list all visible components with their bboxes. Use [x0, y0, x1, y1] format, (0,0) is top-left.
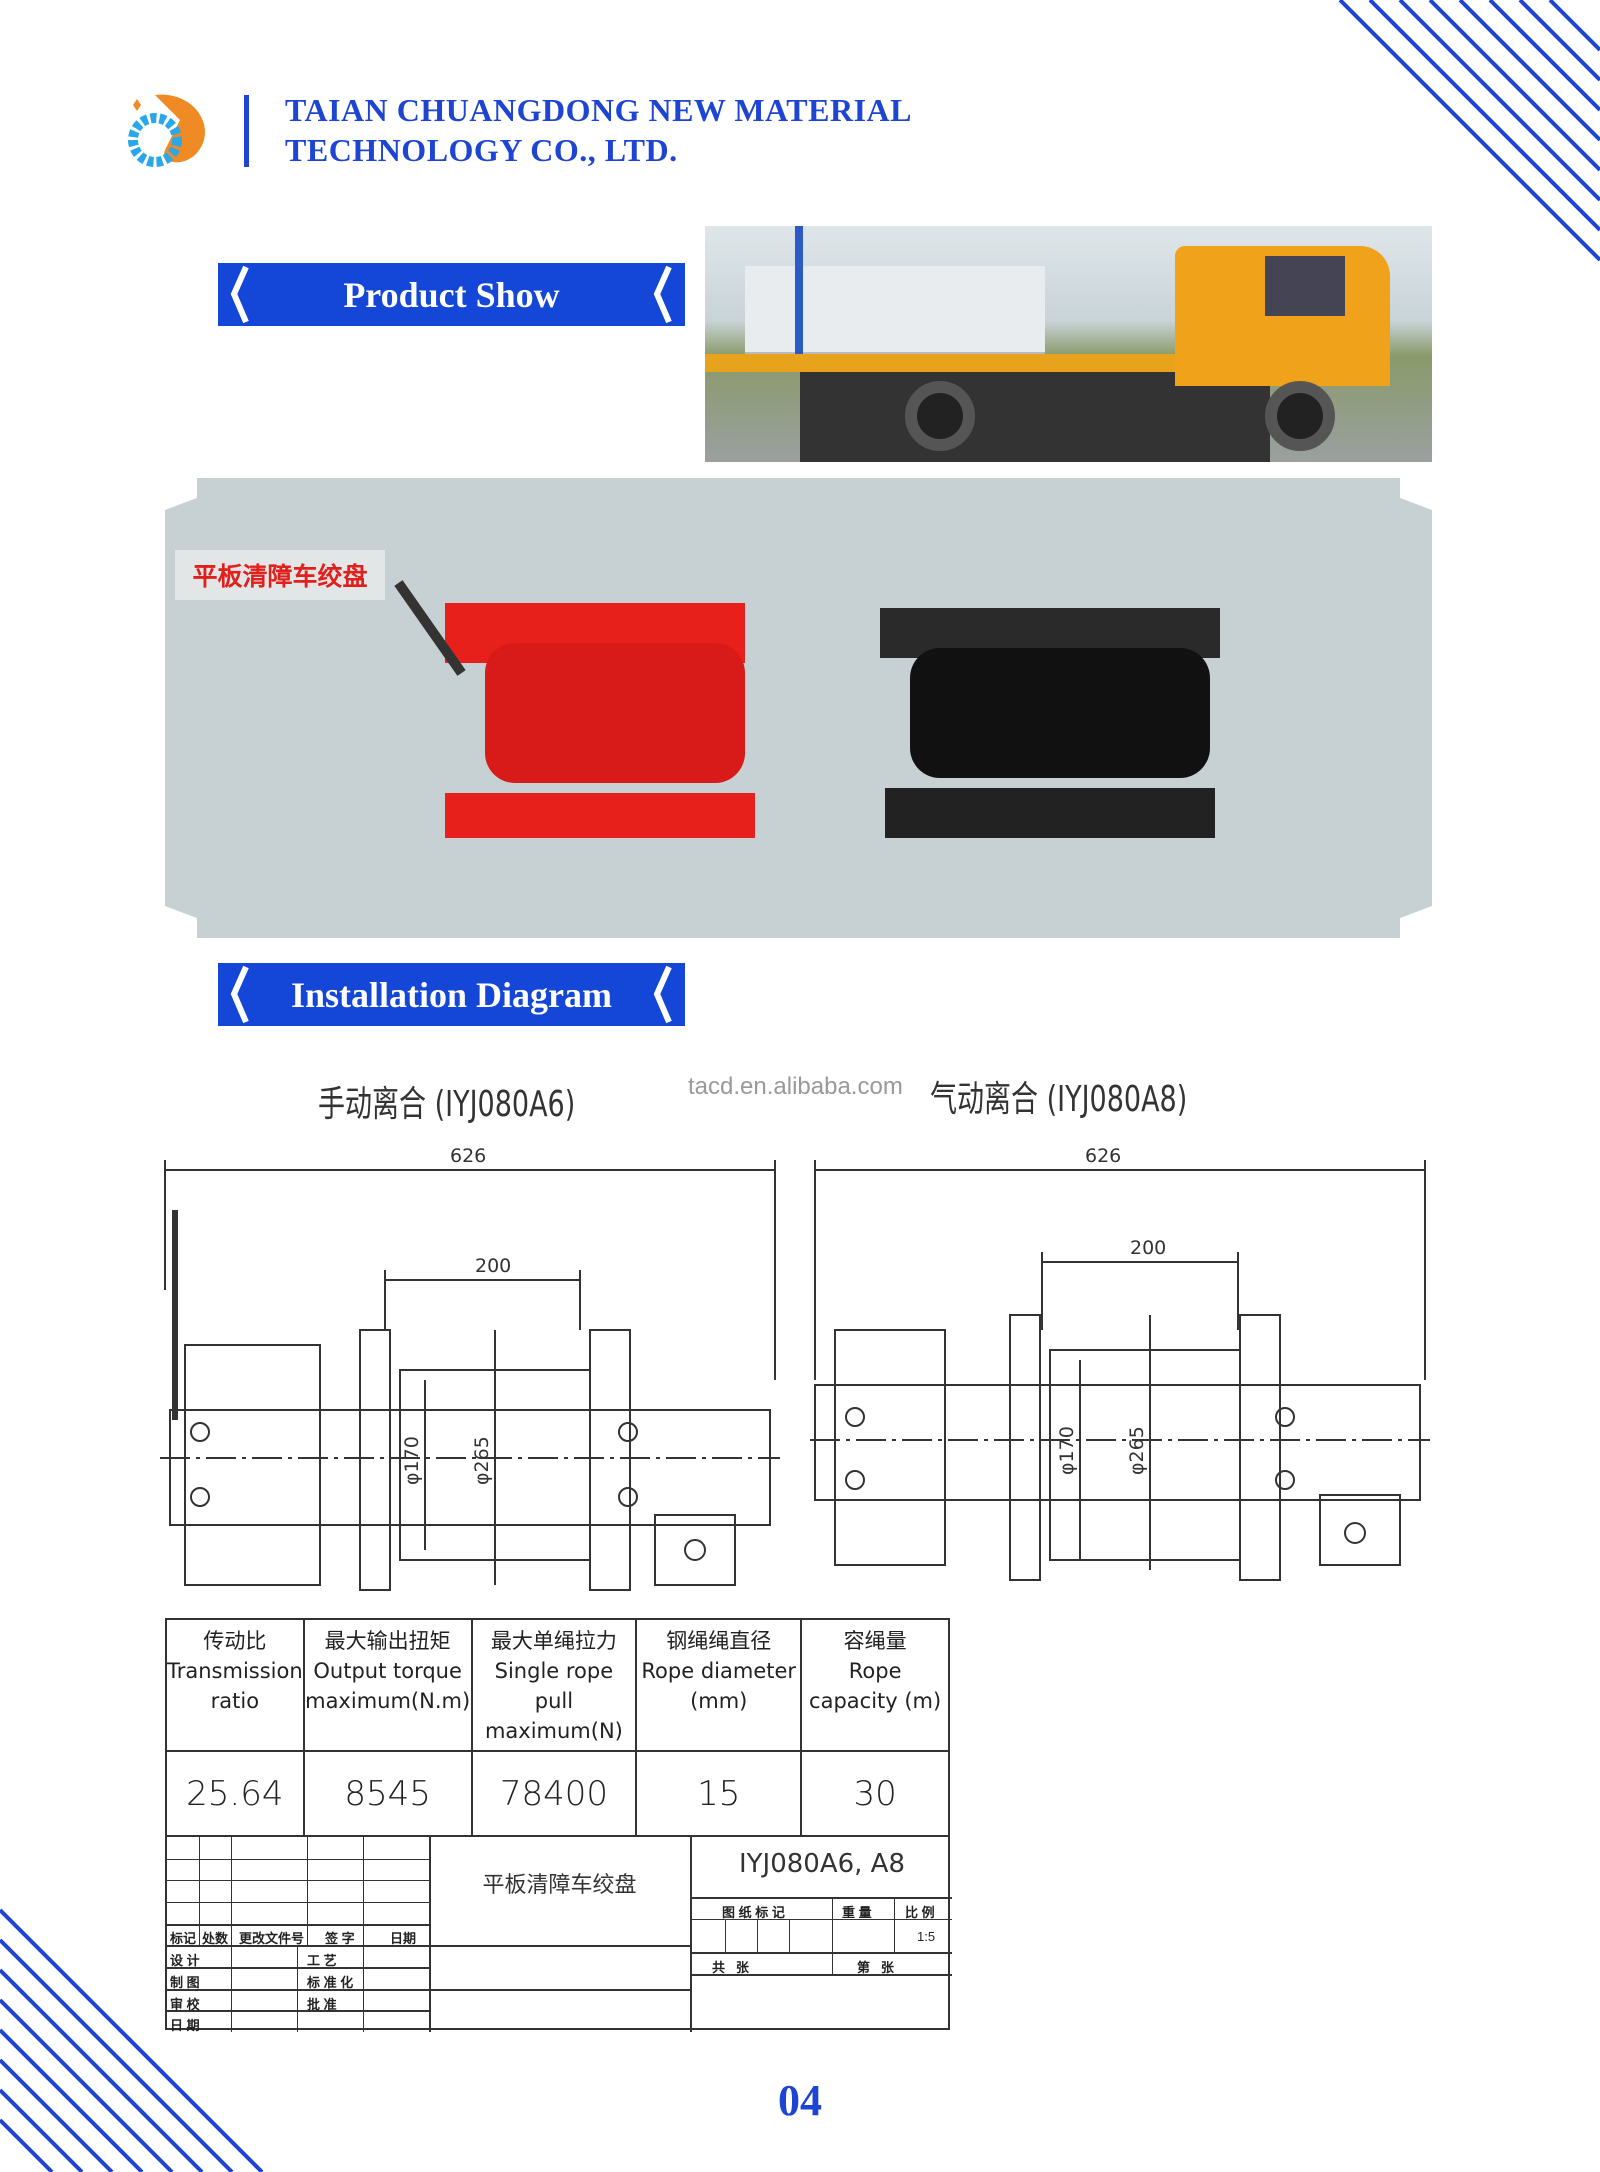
- header-cn: 传动比: [203, 1629, 267, 1653]
- rev-header: 更改文件号: [239, 1931, 305, 1946]
- header-cell: 容绳量 Rope capacity (m): [800, 1618, 950, 1752]
- header-cn: 钢绳绳直径: [666, 1629, 772, 1653]
- header-en: Rope capacity (m): [809, 1659, 942, 1713]
- page-number: 04: [778, 2076, 822, 2125]
- role-label: 标 准 化: [307, 1975, 354, 1990]
- decorative-stripes-top-right: [1338, 0, 1600, 262]
- decorative-stripes-bottom-left: [0, 1908, 264, 2172]
- header-cell: 最大单绳拉力 Single rope pull maximum(N): [470, 1618, 638, 1752]
- pneumatic-clutch-caption: 气动离合 (IYJ080A8): [930, 1079, 1188, 1120]
- role-label: 审 校: [170, 1997, 200, 2012]
- scale-value: 1:5: [917, 1929, 936, 1944]
- value-cell: 8545: [302, 1750, 473, 1837]
- dim-d1: φ170: [1056, 1426, 1078, 1475]
- header-cn: 最大单绳拉力: [490, 1629, 617, 1653]
- role-label: 工 艺: [307, 1953, 337, 1968]
- header-cn: 容绳量: [843, 1629, 907, 1653]
- header-en: Single rope pull maximum(N): [484, 1659, 623, 1743]
- drawing-name: 平板清障车绞盘: [482, 1873, 637, 1898]
- value-cell: 25.64: [165, 1750, 305, 1837]
- value-cell: 78400: [470, 1750, 638, 1837]
- gear-d-logo: [128, 94, 206, 167]
- product-panel: 平板清障车绞盘: [165, 478, 1432, 938]
- header-cell: 最大输出扭矩 Output torque maximum(N.m): [302, 1618, 473, 1752]
- section-banner-installation-diagram: Installation Diagram: [218, 963, 685, 1026]
- header-cn: 最大输出扭矩: [324, 1629, 451, 1653]
- role-label: 设 计: [170, 1953, 200, 1968]
- role-label: 制 图: [170, 1975, 200, 1990]
- dim-d2: φ265: [1126, 1426, 1148, 1475]
- value-cell: 15: [635, 1750, 803, 1837]
- right-header: 重 量: [842, 1905, 872, 1920]
- spec-table: 传动比 Transmission ratio 最大输出扭矩 Output torqu…: [165, 1618, 950, 1837]
- rev-header: 处数: [202, 1931, 229, 1946]
- table-header-row: 传动比 Transmission ratio 最大输出扭矩 Output torqu…: [165, 1618, 950, 1752]
- drawing-model: IYJ080A6, A8: [738, 1849, 906, 1879]
- header-cell: 传动比 Transmission ratio: [165, 1618, 305, 1752]
- dim-d2: φ265: [471, 1436, 493, 1485]
- dim-d1: φ170: [401, 1436, 423, 1485]
- dim-overall: 626: [450, 1145, 486, 1167]
- manual-winch-drawing: 626 200 φ170 φ265: [160, 1145, 780, 1591]
- sheet-number: 第 张: [857, 1960, 894, 1975]
- value-cell: 30: [800, 1750, 950, 1837]
- sheets-total: 共 张: [712, 1960, 749, 1975]
- dim-overall: 626: [1085, 1145, 1121, 1167]
- header-divider: [244, 95, 249, 167]
- section-title: Installation Diagram: [290, 974, 612, 1015]
- right-header: 图 纸 标 记: [722, 1905, 785, 1920]
- product-label: 平板清障车绞盘: [175, 550, 385, 600]
- right-header: 比 例: [905, 1905, 935, 1920]
- header-en: Rope diameter (mm): [641, 1659, 797, 1713]
- header-cell: 钢绳绳直径 Rope diameter (mm): [635, 1618, 803, 1752]
- manual-clutch-caption: 手动离合 (IYJ080A6): [318, 1084, 576, 1125]
- table-value-row: 25.64 8545 78400 15 30: [165, 1750, 950, 1837]
- rev-header: 日期: [390, 1931, 417, 1946]
- dim-drum: 200: [475, 1255, 511, 1277]
- rev-header: 标记: [170, 1931, 197, 1946]
- red-winch-photo: [394, 580, 775, 838]
- company-name-line1: TAIAN CHUANGDONG NEW MATERIAL: [285, 92, 912, 128]
- rev-header: 签 字: [325, 1931, 355, 1946]
- pneumatic-winch-drawing: 626 200 φ170 φ265: [810, 1145, 1430, 1581]
- tow-truck-photo: [705, 226, 1432, 462]
- role-label: 日 期: [170, 2018, 200, 2033]
- company-name-line2: TECHNOLOGY CO., LTD.: [285, 132, 678, 168]
- section-title: Product Show: [343, 274, 560, 315]
- watermark: tacd.en.alibaba.com: [688, 1073, 903, 1100]
- black-winch-photo: [880, 608, 1220, 838]
- title-block: 标记 处数 更改文件号 签 字 日期 设 计 制 图 审 校 日 期 工 艺 标…: [165, 1835, 952, 2033]
- role-label: 批 准: [307, 1997, 337, 2012]
- header-en: Transmission ratio: [167, 1659, 303, 1713]
- dim-drum: 200: [1130, 1237, 1166, 1259]
- header-en: Output torque maximum(N.m): [305, 1659, 471, 1713]
- section-banner-product-show: Product Show: [218, 263, 685, 326]
